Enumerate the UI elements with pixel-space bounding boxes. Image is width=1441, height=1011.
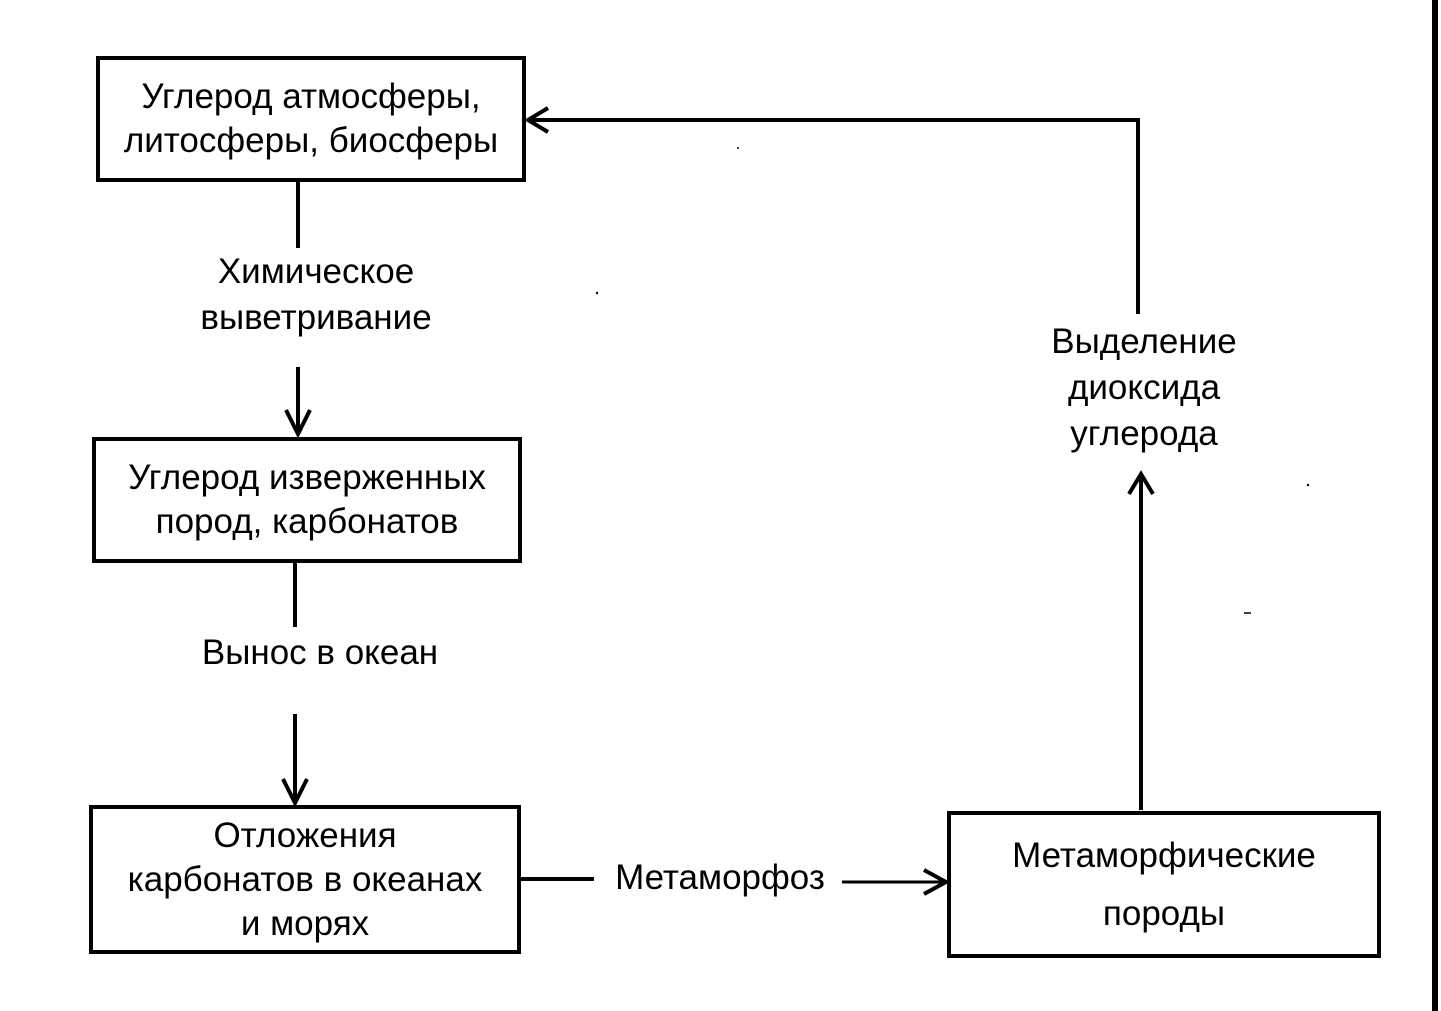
node-igneous-line2: пород, карбонатов [155,502,459,541]
page-edge-border [1432,0,1438,1011]
edge-co2-line1: Выделение [1051,322,1237,361]
node-igneous-carbon: Углерод изверженных пород, карбонатов [92,437,522,563]
node-metamorphic-line1: Метаморфические [1012,835,1316,875]
node-carbonate-deposits: Отложения карбонатов в океанах и морях [89,805,521,954]
edge-weathering-line1: Химическое [217,252,415,291]
node-atmosphere-line1: Углерод атмосферы, [141,77,481,116]
edge-label-weathering: Химическое выветривание [166,249,466,341]
edge-transport-line1: Вынос в океан [201,633,439,672]
scan-speck [1306,483,1310,487]
edge-label-metamorphosis: Метаморфоз [600,855,840,901]
edge-co2-line2: диоксида [1067,368,1221,407]
scan-speck [595,291,599,295]
edge-metamorphosis-line1: Метаморфоз [615,858,825,897]
scan-speck [737,147,739,149]
node-deposits-line2: карбонатов в океанах [127,859,483,899]
edge-metamorphosis-arrowhead [923,868,951,896]
edge-weathering-arrowhead [284,409,312,439]
edge-transport-arrowhead [281,778,309,808]
node-deposits-line3: и морях [240,903,370,943]
edge-co2-arrowhead-left [524,106,550,134]
node-metamorphic-rocks: Метаморфические породы [947,811,1381,958]
edge-co2-arrowhead-up [1127,470,1155,496]
node-igneous-line1: Углерод изверженных [128,458,486,497]
node-atmosphere-carbon: Углерод атмосферы, литосферы, биосферы [96,56,526,182]
edge-co2-line-upper [528,118,1140,314]
edge-label-transport: Вынос в океан [170,630,470,676]
node-atmosphere-line2: литосферы, биосферы [123,121,499,160]
edge-co2-line3: углерода [1070,414,1218,453]
edge-label-co2-release: Выделение диоксида углерода [1004,319,1284,457]
node-metamorphic-line2: породы [1102,893,1226,933]
edge-weathering-line2: выветривание [200,298,432,337]
node-deposits-line1: Отложения [213,815,397,855]
